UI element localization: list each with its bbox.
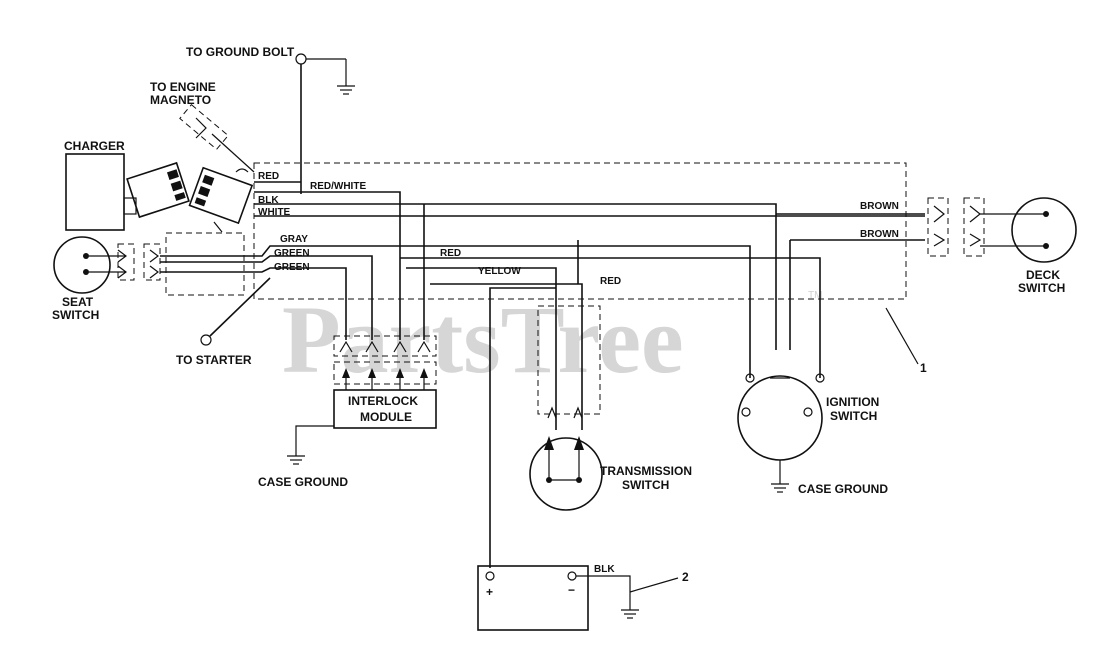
ignition-switch: IGNITION SWITCH CASE GROUND [737, 373, 888, 496]
arrow-icon [933, 233, 946, 247]
transmission-switch: TRANSMISSION SWITCH [529, 305, 692, 511]
wire-label-red-top: RED [258, 171, 279, 182]
wire-label-green-1: GREEN [274, 248, 310, 259]
battery-minus-label: − [568, 583, 575, 597]
arrow-icon [969, 205, 981, 223]
seat-connector [165, 232, 245, 296]
seat-switch-label-2: SWITCH [52, 308, 99, 322]
engine-magneto-label-1: TO ENGINE [150, 80, 216, 94]
wire-label-blk-top: BLK [258, 195, 279, 206]
wire-label-green-2: GREEN [274, 262, 310, 273]
battery: + − BLK 2 [477, 564, 689, 631]
interlock-module: INTERLOCK MODULE CASE GROUND [258, 335, 437, 489]
wire-label-yellow: YELLOW [478, 266, 521, 277]
starter-label: TO STARTER [176, 353, 252, 367]
interlock-label-2: MODULE [360, 410, 412, 424]
ground-bolt-label: TO GROUND BOLT [186, 45, 295, 59]
ground-bolt: TO GROUND BOLT [186, 45, 355, 194]
ignition-label-1: IGNITION [826, 395, 879, 409]
charger-receptacle [188, 166, 254, 225]
wire-label-blk-battery: BLK [594, 564, 615, 575]
callout-1: 1 [885, 307, 927, 375]
ground-icon [287, 455, 305, 465]
ground-icon [621, 609, 639, 619]
ground-icon [771, 483, 789, 493]
callout-1-label: 1 [920, 361, 927, 375]
watermark-tm: TM [808, 290, 822, 301]
starter: TO STARTER [176, 334, 252, 367]
deck-switch-label-1: DECK [1026, 268, 1060, 282]
wire-label-red-white: RED/WHITE [310, 181, 366, 192]
ground-icon [337, 85, 355, 95]
wire-label-white: WHITE [258, 207, 291, 218]
engine-magneto-label-2: MAGNETO [150, 93, 211, 107]
wire-label-red-low: RED [600, 276, 621, 287]
wire-label-brown-1: BROWN [860, 201, 899, 212]
deck-switch-label-2: SWITCH [1018, 281, 1065, 295]
transmission-label-2: SWITCH [622, 478, 669, 492]
case-ground-left-label: CASE GROUND [258, 475, 348, 489]
interlock-label-1: INTERLOCK [348, 394, 418, 408]
wire-label-red-mid: RED [440, 248, 461, 259]
arrow-icon [117, 265, 127, 279]
charger-plug [126, 161, 190, 219]
charger: CHARGER [64, 139, 254, 233]
seat-switch-label-1: SEAT [62, 295, 94, 309]
arrow-icon [933, 205, 945, 223]
wire-label-gray: GRAY [280, 234, 308, 245]
arrow-icon [117, 249, 127, 263]
ignition-label-2: SWITCH [830, 409, 877, 423]
arrow-icon [969, 233, 982, 247]
harness-outline [253, 162, 907, 300]
case-ground-right-label: CASE GROUND [798, 482, 888, 496]
seat-switch: SEAT SWITCH [52, 236, 161, 322]
wire-label-brown-2: BROWN [860, 229, 899, 240]
connector-icon [195, 117, 207, 139]
transmission-label-1: TRANSMISSION [600, 464, 692, 478]
battery-plus-label: + [486, 585, 493, 599]
callout-2-label: 2 [682, 570, 689, 584]
watermark: PartsTree [282, 286, 684, 393]
engine-magneto: TO ENGINE MAGNETO [150, 80, 255, 173]
charger-label: CHARGER [64, 139, 125, 153]
arrow-icon [149, 249, 159, 263]
arrow-icon [149, 265, 159, 279]
deck-switch: DECK SWITCH [927, 197, 1077, 295]
harness-wires [160, 181, 925, 568]
